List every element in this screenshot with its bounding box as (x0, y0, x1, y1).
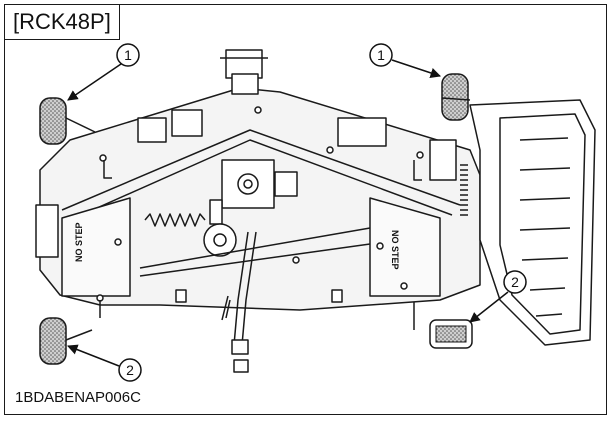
deck-ridge (61, 129, 461, 211)
drive-shaft (233, 231, 249, 346)
no-step-label-left: NO STEP (74, 222, 84, 262)
model-label: [RCK48P] (5, 5, 120, 40)
no-step-label-right: NO STEP (390, 230, 400, 270)
decal-right-side (429, 139, 457, 181)
right-blade-housing (369, 197, 441, 297)
side-guard (469, 99, 596, 346)
decal-top-left (137, 117, 167, 143)
svg-text:1: 1 (124, 47, 132, 63)
callouts: 1 1 2 2 (67, 43, 527, 382)
decal-top-right (337, 117, 387, 147)
callout-1-top-left (116, 43, 140, 67)
callout-2-bottom-right (503, 270, 527, 294)
callout-2-bottom-left (118, 358, 142, 382)
gauge-wheel-bottom-left (39, 317, 67, 365)
left-blade-housing (61, 197, 131, 297)
part-code: 1BDABENAP006C (15, 389, 141, 406)
gauge-wheel-top-left (39, 97, 67, 145)
decal-left-side (35, 204, 59, 258)
callout-1-top-right (369, 43, 393, 67)
svg-text:2: 2 (126, 362, 134, 378)
svg-text:1: 1 (377, 47, 385, 63)
svg-text:2: 2 (511, 274, 519, 290)
tension-spring (144, 213, 206, 227)
gauge-wheel-top-right (441, 73, 469, 121)
